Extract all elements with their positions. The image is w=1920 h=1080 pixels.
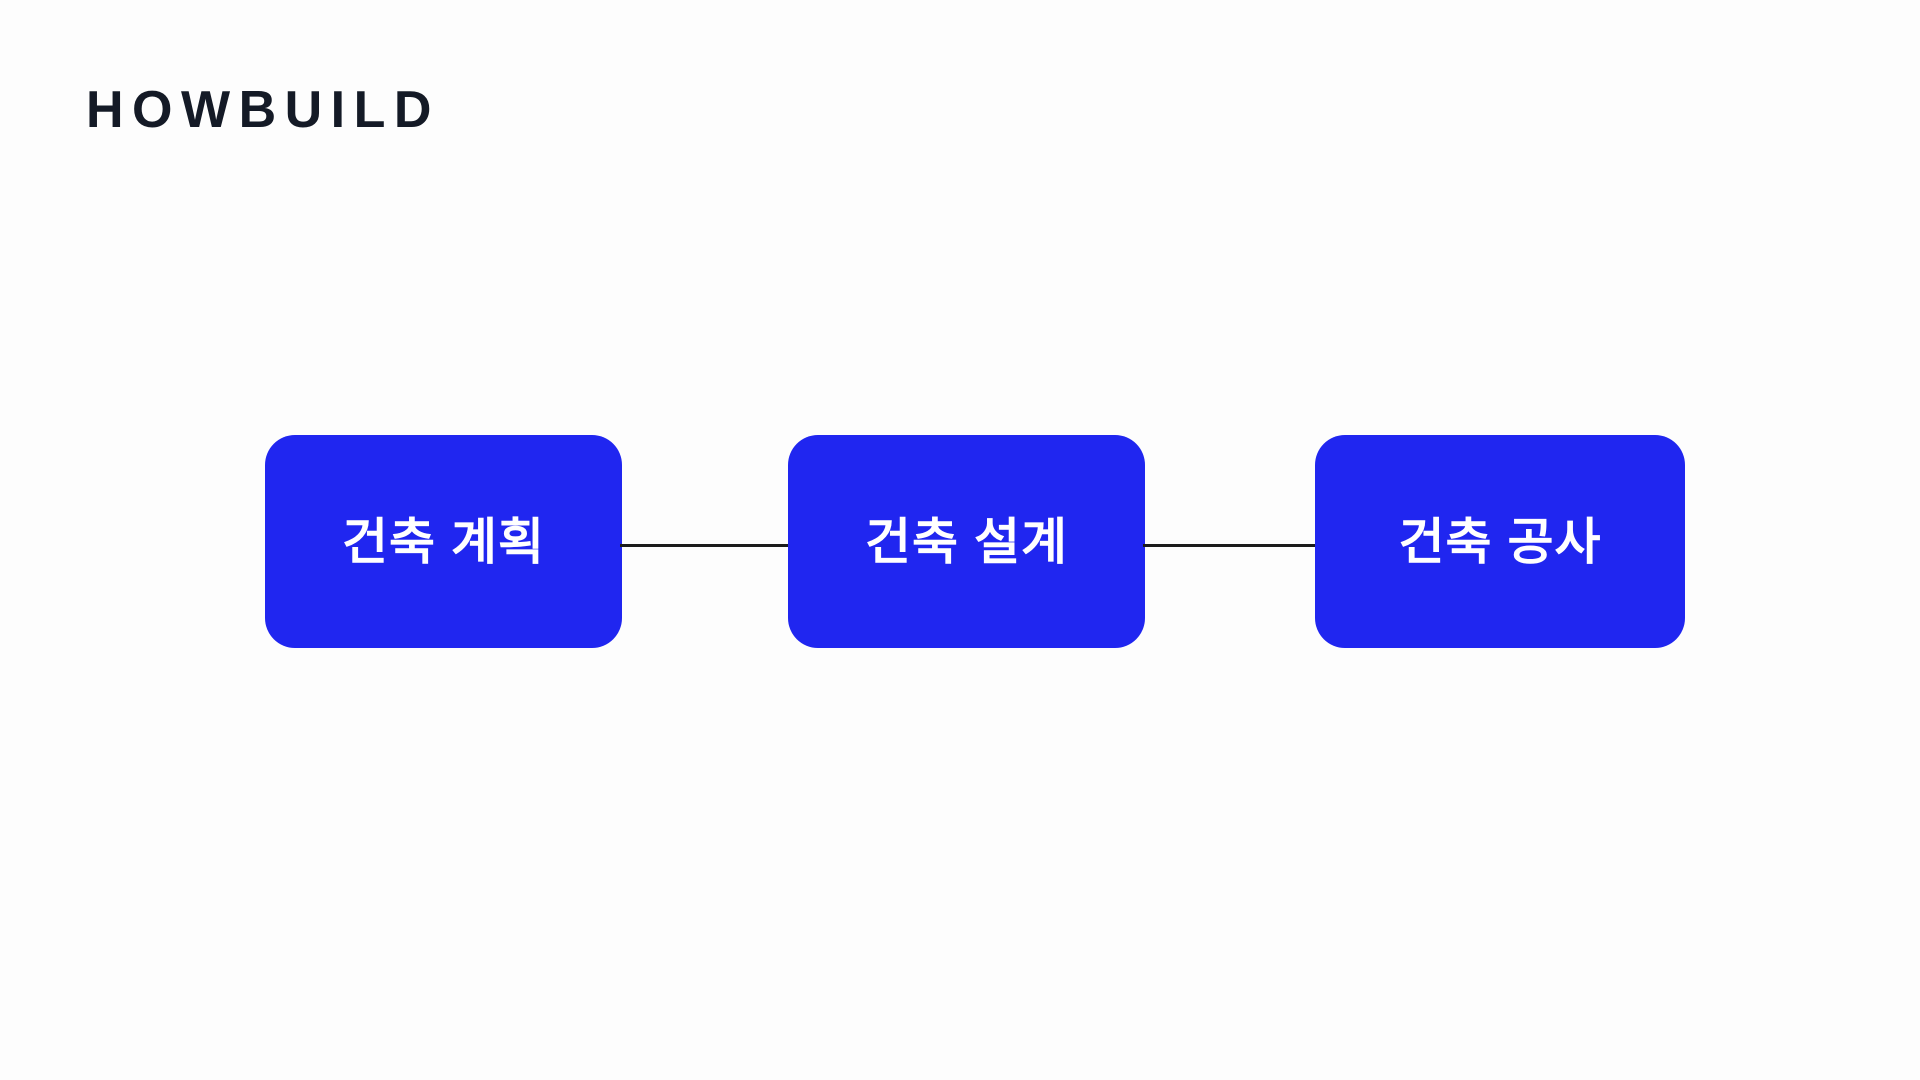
- flow-node-construction[interactable]: 건축 공사: [1315, 435, 1685, 648]
- flow-diagram: 건축 계획 건축 설계 건축 공사: [0, 435, 1920, 650]
- flow-node-design[interactable]: 건축 설계: [788, 435, 1145, 648]
- flow-node-label: 건축 공사: [1398, 513, 1602, 570]
- flow-node-planning[interactable]: 건축 계획: [265, 435, 622, 648]
- flow-node-label: 건축 계획: [342, 513, 545, 570]
- brand-logo: HOWBUILD: [86, 81, 440, 139]
- flow-connector-planning-to-design: [620, 544, 790, 547]
- flow-connector-design-to-construction: [1143, 544, 1317, 547]
- flow-node-label: 건축 설계: [865, 513, 1068, 570]
